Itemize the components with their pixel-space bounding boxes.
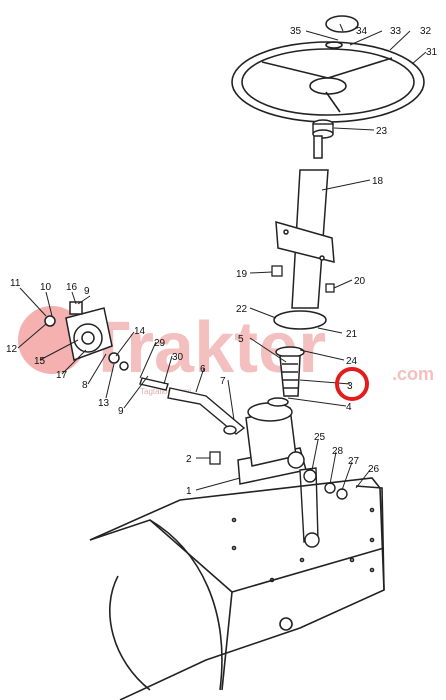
leader-lines [17, 23, 427, 491]
callout-26: 26 [368, 464, 380, 475]
callout-18: 18 [372, 176, 384, 187]
callout-17: 17 [56, 370, 68, 381]
part-callouts: 35 34 33 32 31 23 18 19 20 22 21 5 24 4 … [6, 26, 438, 497]
drop-arm [299, 467, 348, 548]
callout-20: 20 [354, 276, 366, 287]
callout-14: 14 [134, 326, 146, 337]
callout-25: 25 [314, 432, 326, 443]
shaft-upper-ring [312, 119, 334, 139]
callout-4: 4 [346, 402, 352, 413]
callout-9: 9 [118, 406, 124, 417]
callout-32: 32 [420, 26, 432, 37]
callout-15: 15 [34, 356, 46, 367]
side-cover-assembly [44, 301, 129, 371]
callout-12: 12 [6, 344, 18, 355]
highlight-ring [335, 367, 369, 401]
callout-35: 35 [290, 26, 302, 37]
callout-34: 34 [356, 26, 368, 37]
callout-28: 28 [332, 446, 344, 457]
callout-24: 24 [346, 356, 358, 367]
callout-11: 11 [10, 278, 21, 289]
callout-7: 7 [220, 376, 226, 387]
callout-2: 2 [186, 454, 192, 465]
transmission-housing [89, 477, 385, 700]
callout-22: 22 [236, 304, 248, 315]
callout-13: 13 [98, 398, 110, 409]
callout-5: 5 [238, 334, 244, 345]
callout-33: 33 [390, 26, 402, 37]
highlighted-part-3[interactable]: 3 [335, 367, 369, 401]
callout-1: 1 [186, 486, 192, 497]
callout-8: 8 [82, 380, 88, 391]
callout-23: 23 [376, 126, 388, 137]
steering-wheel [231, 15, 425, 123]
callout-16: 16 [66, 282, 78, 293]
callout-21: 21 [346, 329, 358, 340]
callout-30: 30 [172, 352, 184, 363]
callout-27: 27 [348, 456, 360, 467]
steering-box [237, 397, 307, 485]
callout-10: 10 [40, 282, 52, 293]
watermark-suffix: .com [392, 364, 434, 384]
callout-19: 19 [236, 269, 248, 280]
callout-3: 3 [347, 381, 353, 392]
worm-shaft [139, 377, 246, 435]
callout-9-top: 9 [84, 286, 90, 297]
callout-6: 6 [200, 364, 206, 375]
callout-29: 29 [154, 338, 166, 349]
watermark-tagline: Tagtallos/gumi [140, 387, 191, 396]
callout-31: 31 [426, 47, 438, 58]
steering-column [273, 135, 335, 397]
